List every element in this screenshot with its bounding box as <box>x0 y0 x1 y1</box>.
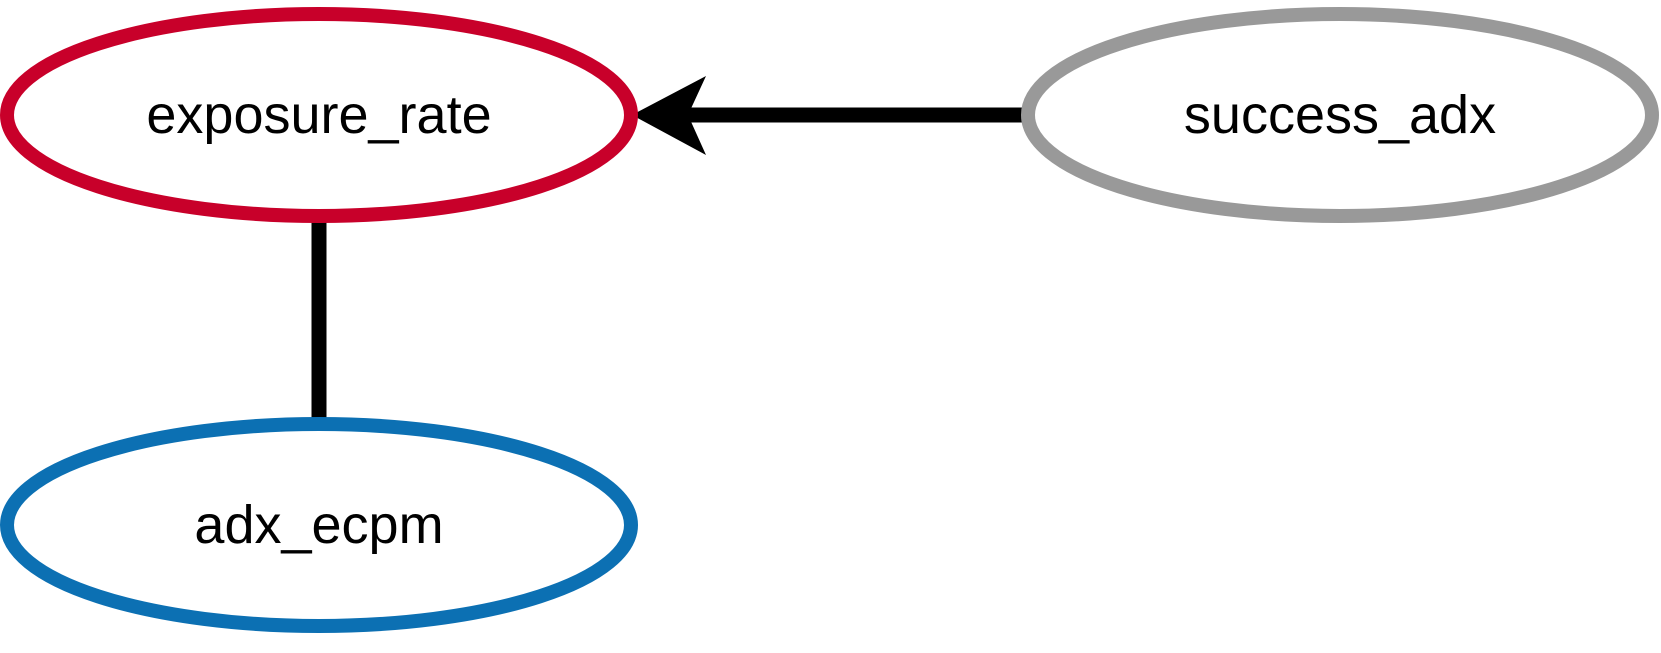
node-success-adx[interactable]: success_adx <box>1021 7 1659 223</box>
node-adx-ecpm[interactable]: adx_ecpm <box>0 417 638 633</box>
node-ellipse <box>1021 7 1659 223</box>
node-exposure-rate[interactable]: exposure_rate <box>0 7 638 223</box>
node-ellipse <box>0 417 638 633</box>
node-label: success_adx <box>1184 85 1496 145</box>
edge-success-adx-to-exposure-rate <box>632 76 1028 155</box>
node-label: exposure_rate <box>146 85 491 145</box>
arrowhead-icon <box>632 76 706 155</box>
node-ellipse <box>0 7 638 223</box>
node-label: adx_ecpm <box>194 495 443 555</box>
